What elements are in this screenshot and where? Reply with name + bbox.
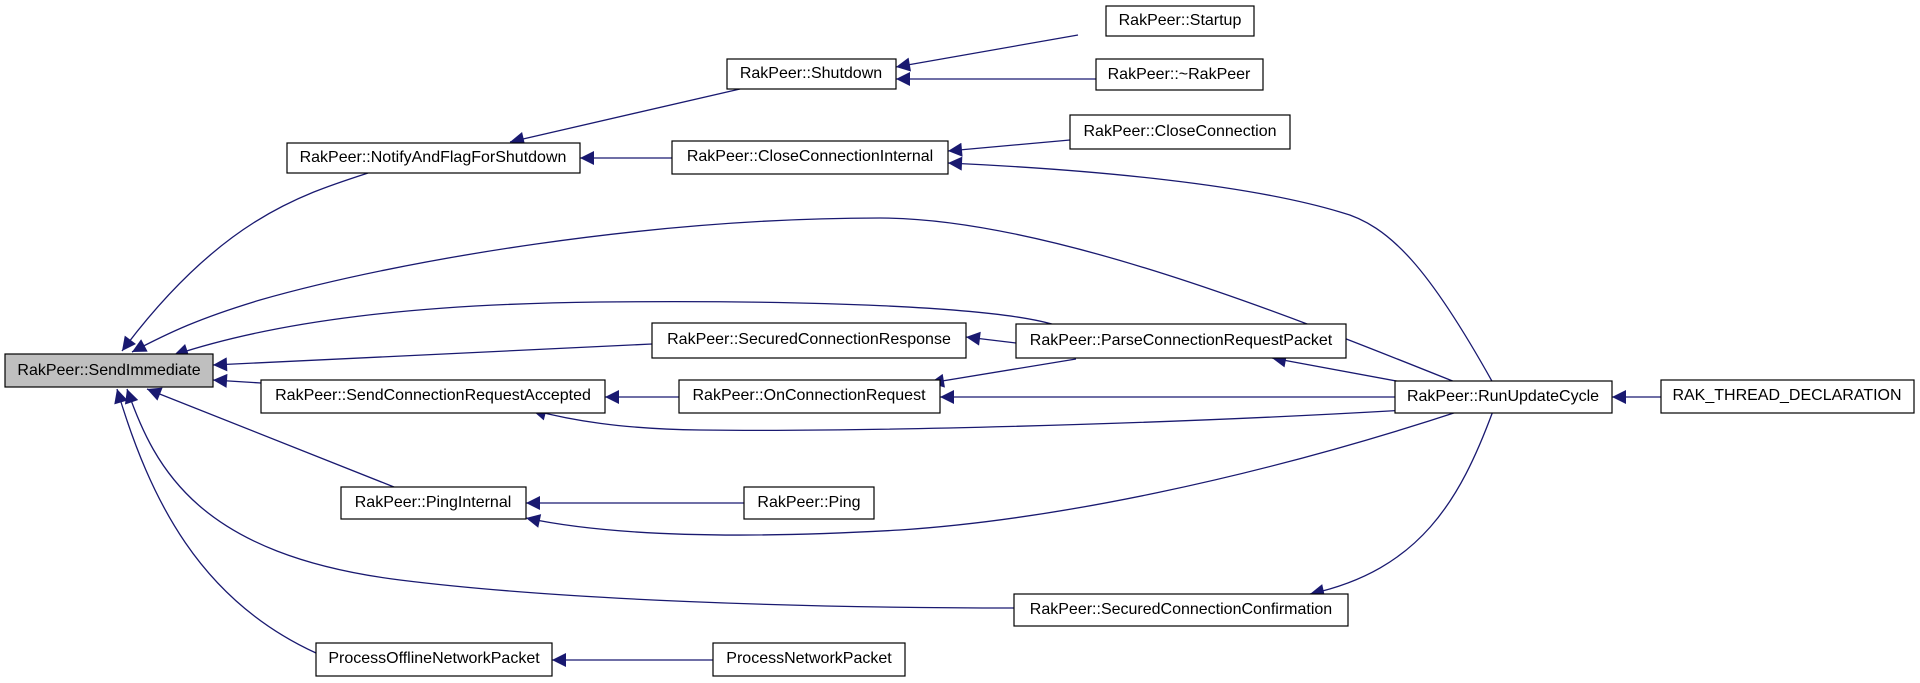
node-process-network-packet-label: ProcessNetworkPacket xyxy=(726,650,892,667)
edge-send-accepted-to-send-immediate xyxy=(212,373,262,388)
node-startup[interactable]: RakPeer::Startup xyxy=(1105,5,1255,37)
node-startup-label: RakPeer::Startup xyxy=(1119,12,1242,29)
node-secured-connection-confirmation[interactable]: RakPeer::SecuredConnectionConfirmation xyxy=(1013,593,1349,627)
node-send-immediate[interactable]: RakPeer::SendImmediate xyxy=(4,353,214,388)
node-notify-and-flag-for-shutdown-label: RakPeer::NotifyAndFlagForShutdown xyxy=(300,149,567,166)
node-close-connection-internal-label: RakPeer::CloseConnectionInternal xyxy=(687,148,933,165)
edge-startup-to-shutdown xyxy=(895,34,1079,72)
node-process-network-packet[interactable]: ProcessNetworkPacket xyxy=(712,642,906,677)
edge-run-update-to-close-internal xyxy=(947,156,1494,384)
node-ping[interactable]: RakPeer::Ping xyxy=(743,486,875,520)
node-shutdown[interactable]: RakPeer::Shutdown xyxy=(726,58,897,90)
edges xyxy=(114,34,1661,667)
edge-ping-internal-to-send-immediate xyxy=(146,387,395,488)
node-rak-thread-declaration[interactable]: RAK_THREAD_DECLARATION xyxy=(1660,379,1915,414)
node-destructor[interactable]: RakPeer::~RakPeer xyxy=(1095,58,1264,91)
edge-run-update-to-secured-confirmation xyxy=(1309,410,1494,598)
edge-notify-to-send-immediate xyxy=(121,172,369,352)
node-send-connection-request-accepted-label: RakPeer::SendConnectionRequestAccepted xyxy=(275,387,591,404)
node-parse-connection-request-packet-label: RakPeer::ParseConnectionRequestPacket xyxy=(1030,332,1333,349)
edge-parse-request-to-secured-response xyxy=(965,331,1017,346)
node-ping-internal-label: RakPeer::PingInternal xyxy=(355,494,512,511)
node-run-update-cycle[interactable]: RakPeer::RunUpdateCycle xyxy=(1394,380,1613,414)
node-secured-connection-response-label: RakPeer::SecuredConnectionResponse xyxy=(667,331,951,348)
edge-run-update-to-parse-request xyxy=(1271,353,1408,384)
edge-close-connection-to-close-internal xyxy=(947,139,1071,157)
node-close-connection[interactable]: RakPeer::CloseConnection xyxy=(1069,114,1291,150)
node-secured-connection-confirmation-label: RakPeer::SecuredConnectionConfirmation xyxy=(1030,601,1332,618)
edge-run-update-to-ping-internal xyxy=(525,410,1461,536)
node-ping-label: RakPeer::Ping xyxy=(757,494,860,511)
edge-secured-response-to-send-immediate xyxy=(212,343,653,372)
node-secured-connection-response[interactable]: RakPeer::SecuredConnectionResponse xyxy=(651,322,967,359)
edge-offline-packet-to-send-immediate xyxy=(114,388,317,654)
node-parse-connection-request-packet[interactable]: RakPeer::ParseConnectionRequestPacket xyxy=(1015,323,1347,359)
edge-shutdown-to-notify xyxy=(509,88,741,146)
node-close-connection-internal[interactable]: RakPeer::CloseConnectionInternal xyxy=(671,140,949,175)
node-ping-internal[interactable]: RakPeer::PingInternal xyxy=(340,486,527,520)
node-send-connection-request-accepted[interactable]: RakPeer::SendConnectionRequestAccepted xyxy=(260,379,606,414)
node-send-immediate-label: RakPeer::SendImmediate xyxy=(17,362,200,379)
node-run-update-cycle-label: RakPeer::RunUpdateCycle xyxy=(1407,388,1599,405)
edge-secured-confirmation-to-send-immediate xyxy=(124,388,1015,609)
edge-on-request-to-parse-request xyxy=(929,358,1077,388)
node-shutdown-label: RakPeer::Shutdown xyxy=(740,65,882,82)
node-destructor-label: RakPeer::~RakPeer xyxy=(1108,66,1251,83)
node-notify-and-flag-for-shutdown[interactable]: RakPeer::NotifyAndFlagForShutdown xyxy=(286,142,581,174)
node-close-connection-label: RakPeer::CloseConnection xyxy=(1084,123,1277,140)
node-process-offline-network-packet[interactable]: ProcessOfflineNetworkPacket xyxy=(315,642,553,677)
edge-parse-request-to-send-immediate xyxy=(173,300,1059,358)
node-on-connection-request-label: RakPeer::OnConnectionRequest xyxy=(692,387,926,404)
edge-run-update-to-send-immediate xyxy=(131,217,1461,385)
node-on-connection-request[interactable]: RakPeer::OnConnectionRequest xyxy=(678,379,941,414)
node-process-offline-network-packet-label: ProcessOfflineNetworkPacket xyxy=(328,650,540,667)
node-rak-thread-declaration-label: RAK_THREAD_DECLARATION xyxy=(1672,387,1901,404)
edge-run-update-to-send-accepted xyxy=(531,406,1408,431)
